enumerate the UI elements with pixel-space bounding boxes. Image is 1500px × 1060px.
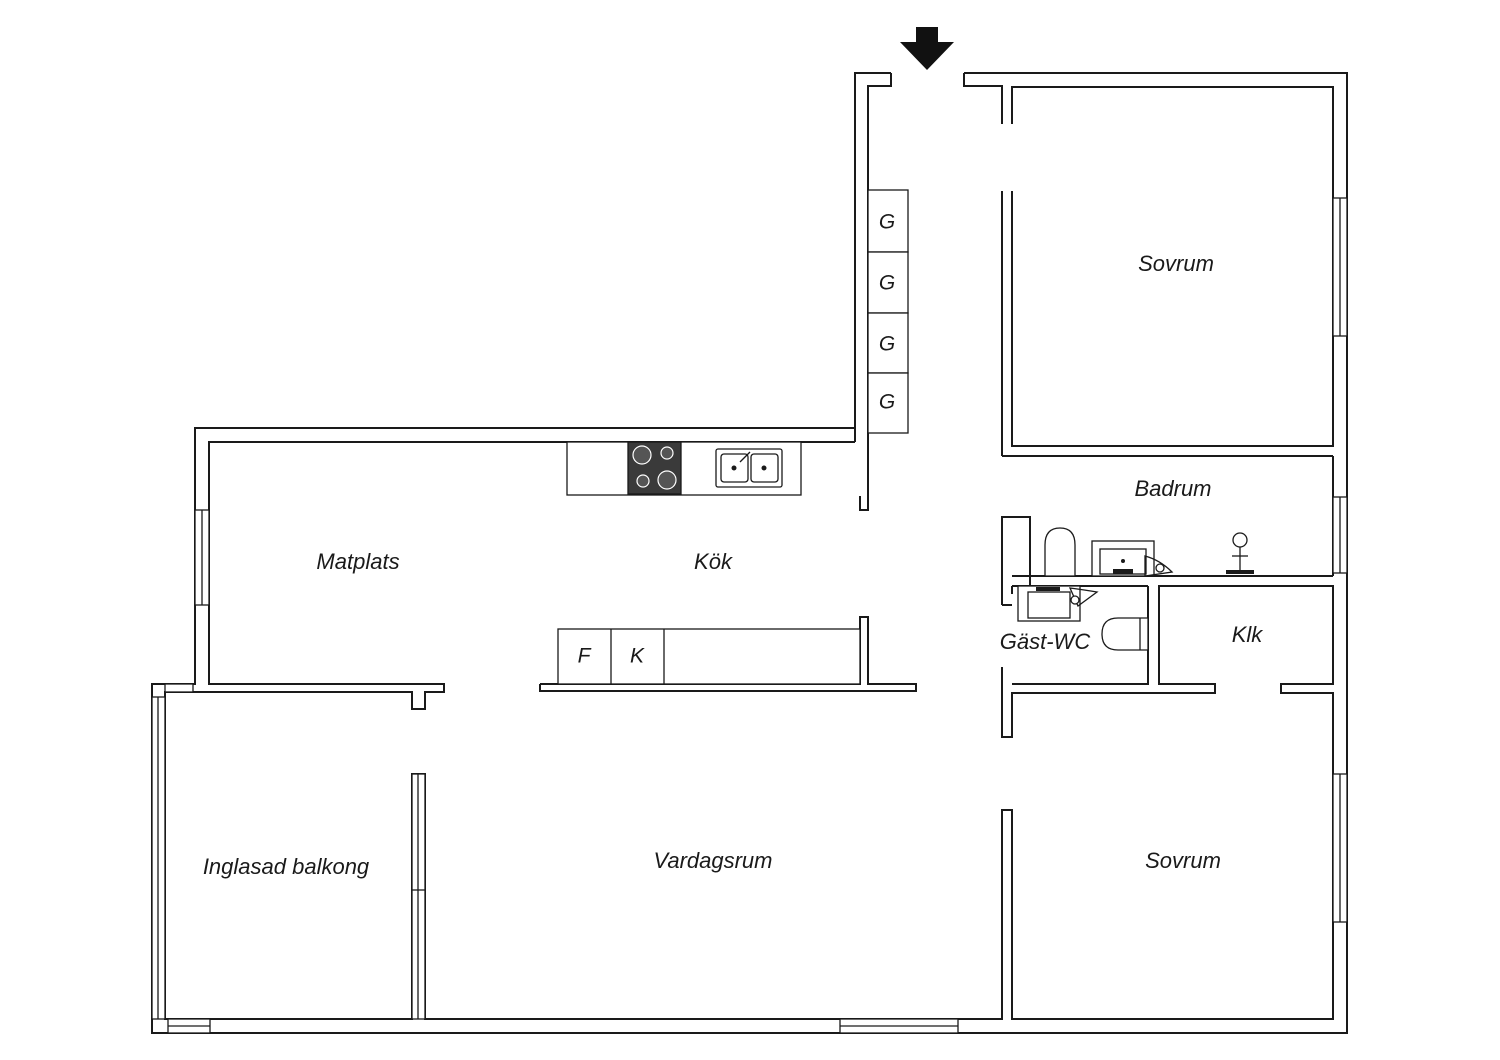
freezer-label: K [630,645,645,668]
guest-wc-fixtures [1017,585,1149,651]
room-label-kok: Kök [694,549,733,574]
kitchen-counter [566,441,802,496]
wardrobe-label: G [879,333,895,356]
sink-icon [715,448,783,488]
shower-icon [1226,532,1254,574]
bathroom-fixtures [1044,527,1254,577]
room-label-inglasad-balkong: Inglasad balkong [203,854,370,879]
kitchen-appliances: F K [557,628,861,685]
wardrobe-column: G G G G [867,189,909,434]
fridge-label: F [578,645,592,668]
toilet-icon [1101,617,1149,651]
arrow-down-icon [900,27,954,70]
room-label-sovrum-bottom: Sovrum [1145,848,1221,873]
room-label-badrum: Badrum [1134,476,1211,501]
room-label-klk: Klk [1232,622,1264,647]
room-labels: Sovrum Badrum Matplats Kök Gäst-WC Klk I… [203,251,1263,879]
wardrobe-label: G [879,211,895,234]
toilet-icon [1044,527,1076,577]
windows [151,197,1348,1034]
hob-icon [627,441,682,495]
room-label-sovrum-top: Sovrum [1138,251,1214,276]
room-label-matplats: Matplats [316,549,399,574]
room-label-gast-wc: Gäst-WC [1000,629,1091,654]
room-label-vardagsrum: Vardagsrum [653,848,772,873]
wardrobe-label: G [879,391,895,414]
wardrobe-label: G [879,272,895,295]
washbasin-icon [1091,540,1155,577]
washbasin-icon [1017,585,1099,622]
